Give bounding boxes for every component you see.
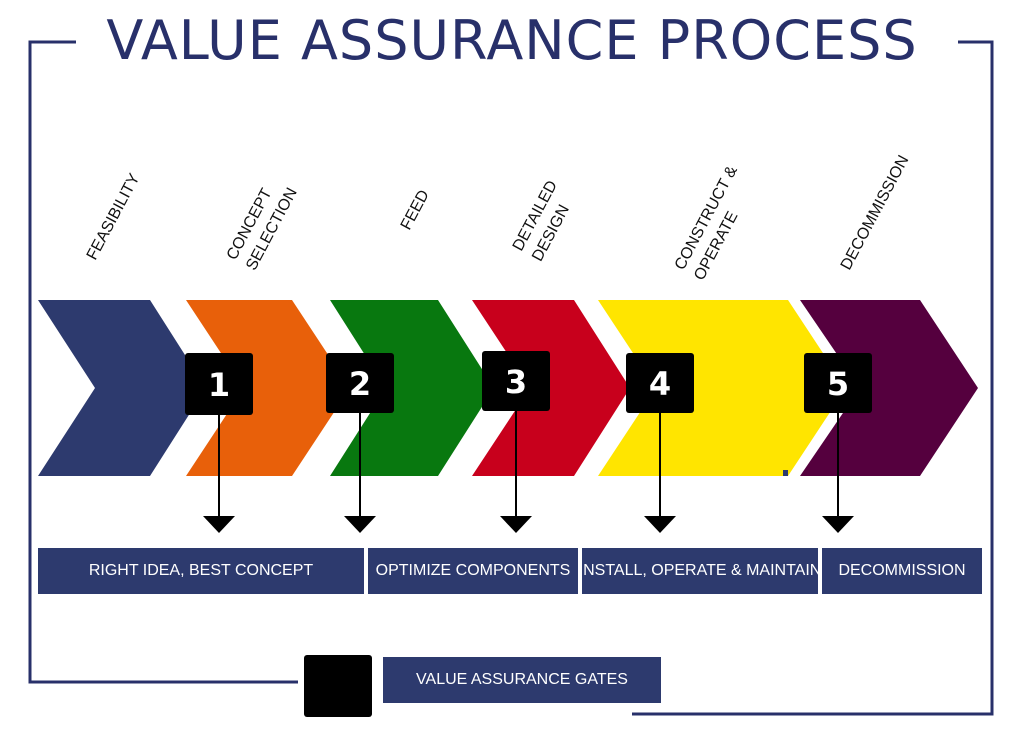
gate-2-number: 2 bbox=[349, 365, 371, 403]
gate-1-number: 1 bbox=[208, 366, 230, 404]
chevron-feasibility bbox=[38, 300, 206, 476]
gate-1-square bbox=[185, 353, 253, 415]
chevron-decommission bbox=[800, 300, 978, 476]
gate-5-square bbox=[804, 353, 872, 413]
arrow-down-icon bbox=[203, 516, 235, 533]
chevron-feed bbox=[330, 300, 494, 476]
chevron-concept-selection bbox=[186, 300, 350, 476]
outcome-box-install: INSTALL, OPERATE & MAINTAIN bbox=[579, 548, 821, 594]
small-dot bbox=[783, 470, 788, 476]
outcome-box-optimize: OPTIMIZE COMPONENTS bbox=[368, 548, 578, 594]
gate-3-number: 3 bbox=[505, 363, 527, 401]
arrow-down-icon bbox=[644, 516, 676, 533]
chevron-detailed-design bbox=[472, 300, 630, 476]
gate-4-number: 4 bbox=[649, 365, 671, 403]
gate-5-number: 5 bbox=[827, 365, 849, 403]
arrow-down-icon bbox=[344, 516, 376, 533]
outcome-box-right-idea: RIGHT IDEA, BEST CONCEPT bbox=[38, 548, 364, 594]
gate-3-square bbox=[482, 351, 550, 411]
legend-label: VALUE ASSURANCE GATES bbox=[383, 657, 661, 703]
page-title: VALUE ASSURANCE PROCESS bbox=[106, 9, 918, 72]
arrow-down-icon bbox=[500, 516, 532, 533]
gate-2-square bbox=[326, 353, 394, 413]
gate-4-square bbox=[626, 353, 694, 413]
legend-gate-icon bbox=[304, 655, 372, 717]
gate-connectors bbox=[218, 410, 839, 520]
arrow-down-icon bbox=[822, 516, 854, 533]
gates: 1 2 3 4 5 bbox=[185, 351, 872, 415]
frame bbox=[28, 40, 994, 716]
outcome-box-decommission: DECOMMISSION bbox=[822, 548, 982, 594]
gate-arrowheads bbox=[203, 516, 854, 533]
